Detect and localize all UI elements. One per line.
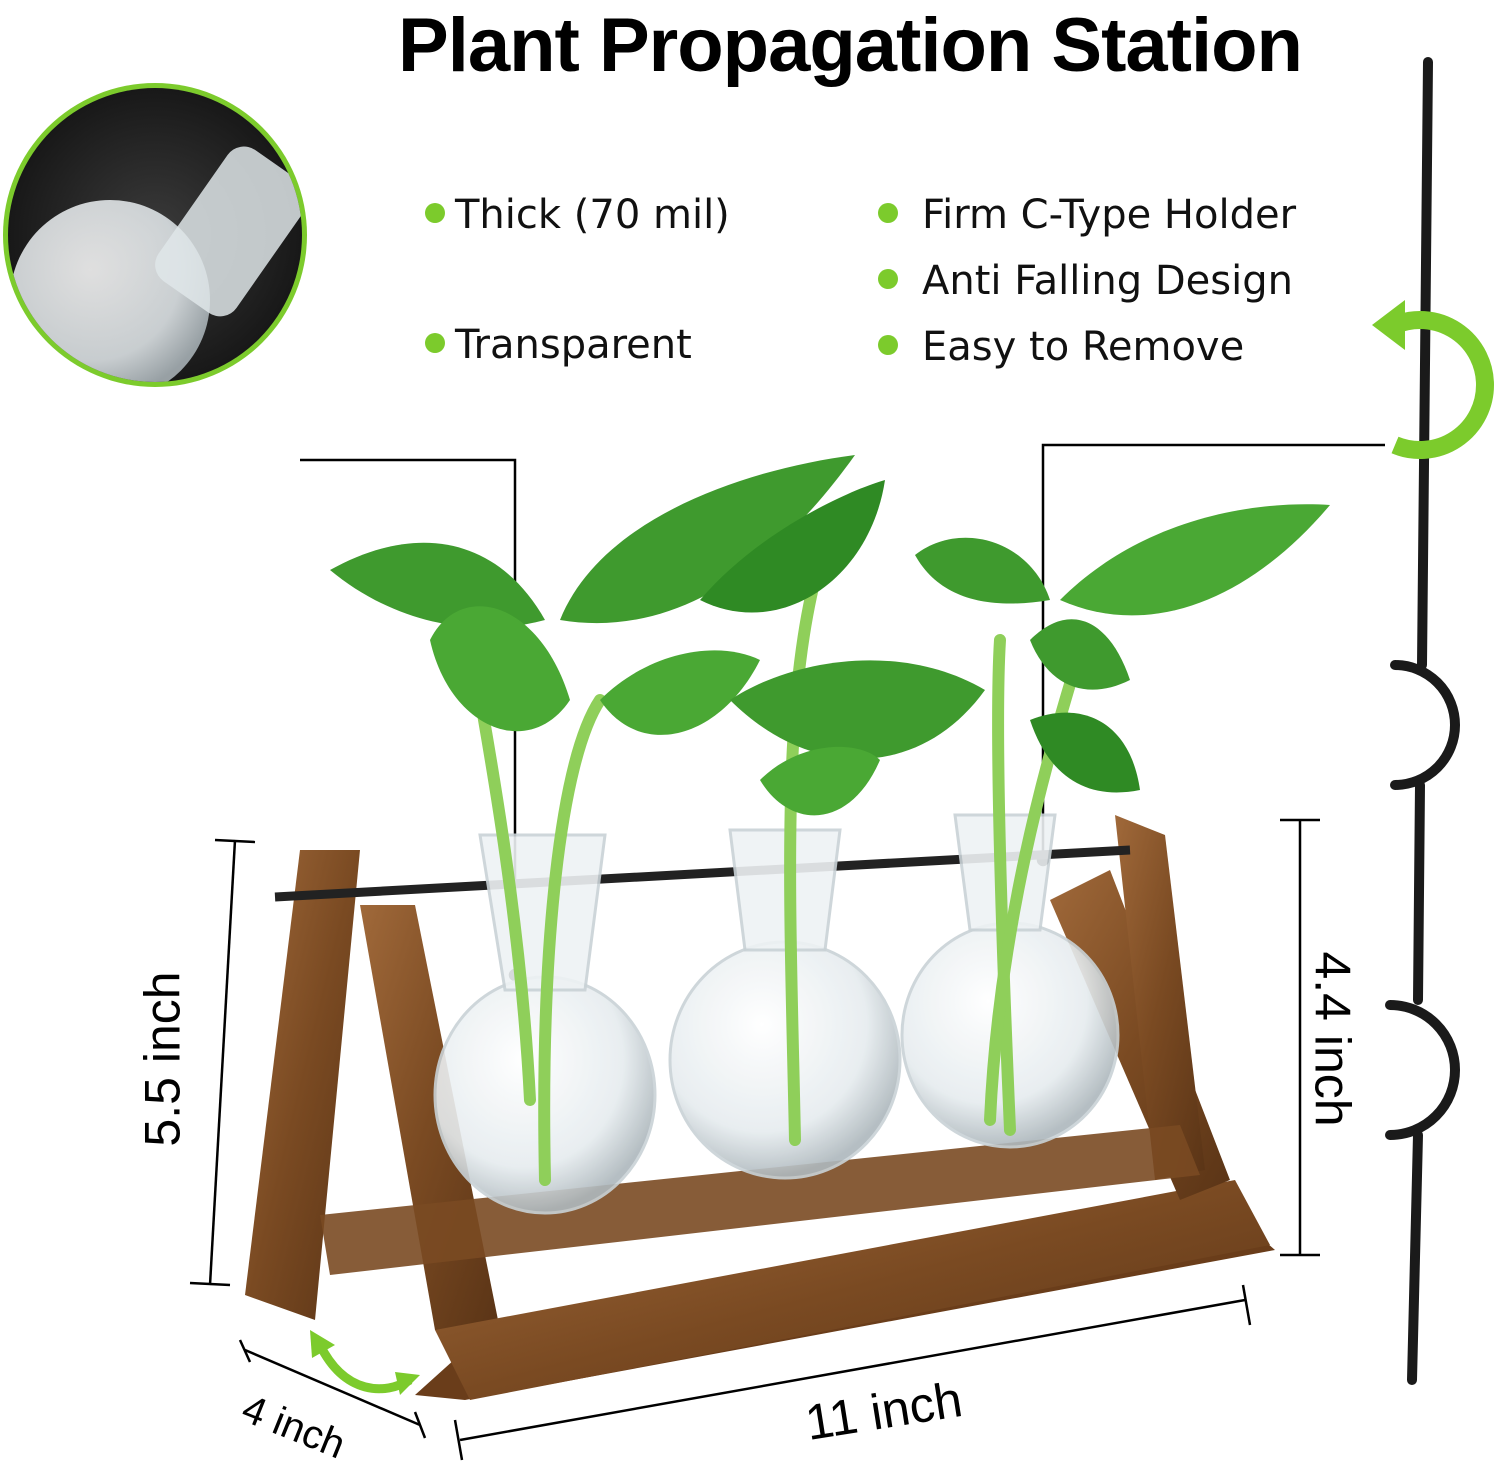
page-title: Plant Propagation Station xyxy=(398,3,1303,88)
bullet-dot-icon xyxy=(878,269,898,289)
feature-right-1: Anti Falling Design xyxy=(878,258,1293,304)
bullet-dot-icon xyxy=(878,203,898,223)
wooden-stand xyxy=(245,815,1275,1400)
feature-right-2: Easy to Remove xyxy=(878,324,1244,370)
height-label: 5.5 inch xyxy=(134,971,191,1147)
c-type-holder-rod xyxy=(1385,57,1460,1385)
feature-left-1: Transparent xyxy=(425,322,692,368)
curved-arrow-icon xyxy=(310,1330,420,1395)
bullet-dot-icon xyxy=(878,335,898,355)
feature-left-0: Thick (70 mil) xyxy=(425,192,730,238)
bullet-dot-icon xyxy=(425,203,445,223)
rotate-arrow-icon xyxy=(1372,300,1494,459)
glass-bulb-closeup-image xyxy=(3,83,307,387)
feature-right-0: Firm C-Type Holder xyxy=(878,192,1296,238)
bullet-dot-icon xyxy=(425,333,445,353)
dimension-lines xyxy=(189,818,1320,1461)
pothos-plants xyxy=(330,455,1330,1186)
holder-height-label: 4.4 inch xyxy=(1304,951,1361,1127)
